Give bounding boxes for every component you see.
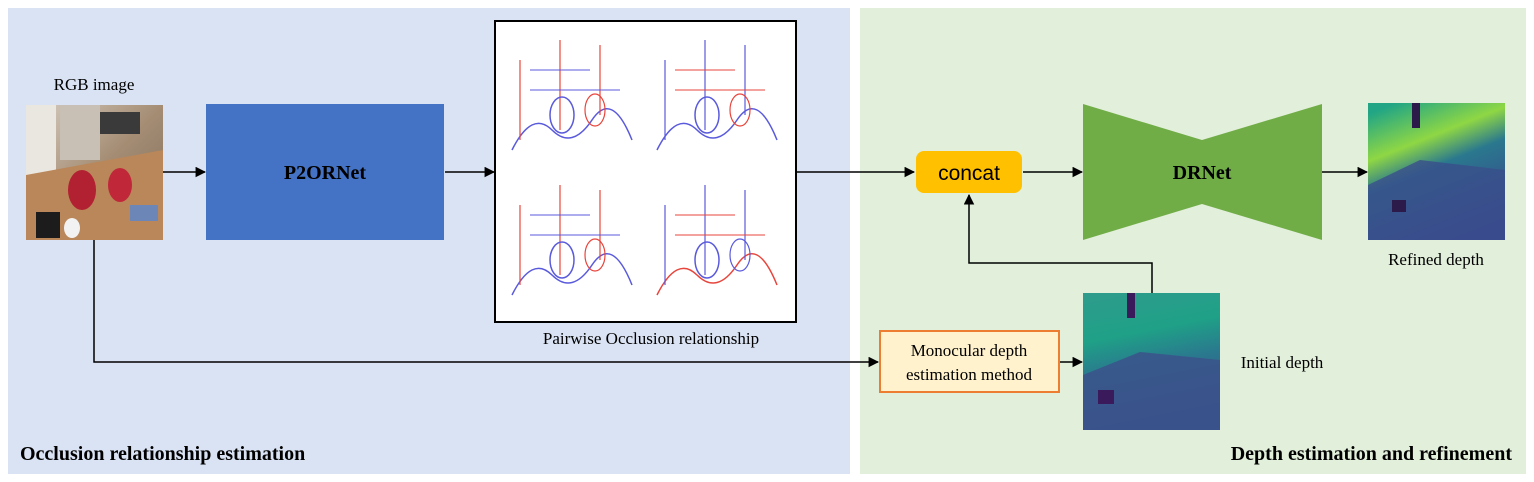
- right-panel-title: Depth estimation and refinement: [1231, 443, 1513, 465]
- refined-depth-image: [1368, 103, 1505, 240]
- rgb-image: [26, 105, 163, 240]
- rgb-image-label: RGB image: [54, 75, 135, 94]
- arrow-rgb-to-monocular: [93, 240, 880, 368]
- monocular-depth-label-line1: Monocular depth: [911, 341, 1028, 360]
- occlusion-map-1: [505, 32, 640, 167]
- drnet-label: DRNet: [1173, 162, 1232, 184]
- occlusion-map-2: [650, 32, 785, 167]
- monocular-depth-box: [879, 330, 1060, 393]
- p2ornet-label: P2ORNet: [284, 162, 367, 184]
- initial-depth-label: Initial depth: [1241, 353, 1324, 372]
- occlusion-map-3: [505, 177, 640, 312]
- concat-label: concat: [938, 162, 1000, 185]
- drnet-block: [1083, 104, 1322, 240]
- refined-depth-label: Refined depth: [1388, 250, 1484, 269]
- left-panel-title: Occlusion relationship estimation: [20, 443, 305, 465]
- connectors: [93, 166, 1369, 368]
- arrow-initial-to-concat: [963, 193, 1153, 293]
- monocular-depth-label-line2: estimation method: [906, 365, 1033, 384]
- initial-depth-image: [1083, 293, 1220, 430]
- p2ornet-shape: [206, 104, 444, 240]
- occlusion-map-4: [650, 177, 785, 312]
- concat-block: [916, 151, 1022, 193]
- pairwise-label: Pairwise Occlusion relationship: [543, 329, 759, 348]
